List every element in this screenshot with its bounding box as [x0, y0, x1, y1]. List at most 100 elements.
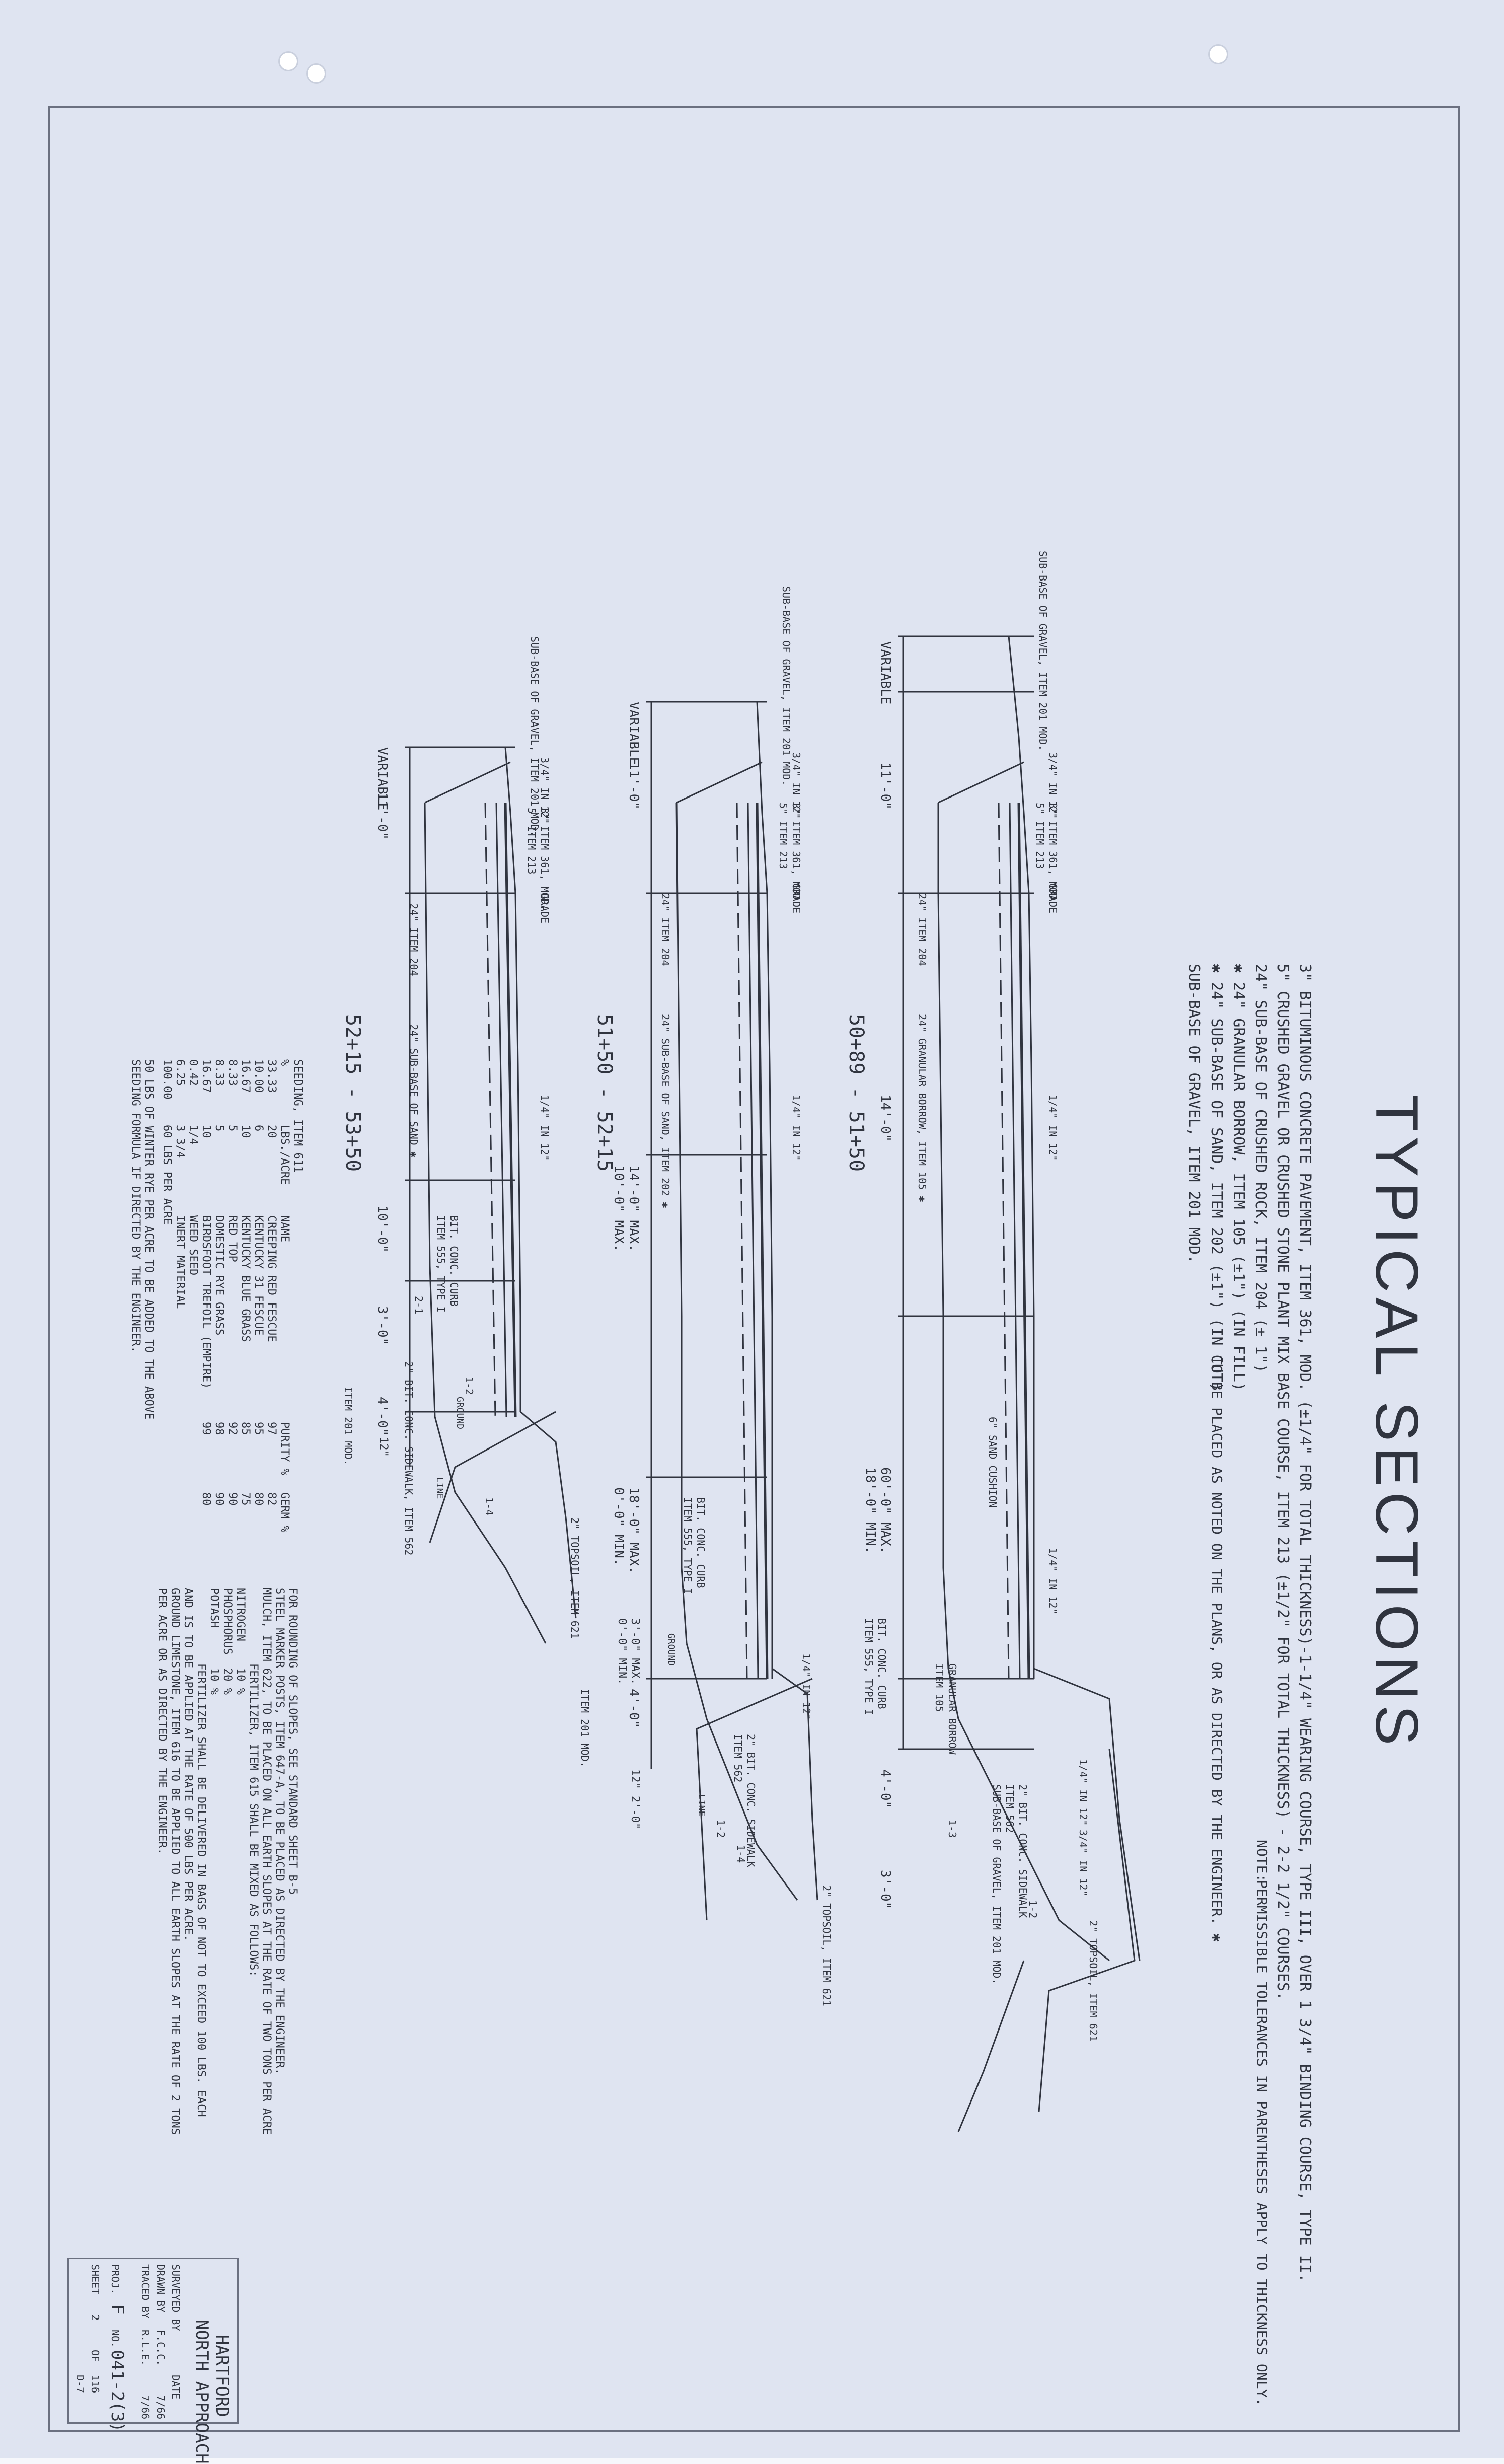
- seeding-cell: KENTUCKY 31 FESCUE: [252, 1215, 265, 1336]
- section1-sidewalk-item: ITEM 562: [1004, 1784, 1016, 1833]
- seeding-cell: 1/4: [187, 1125, 199, 1145]
- section2-slope-1-2: 1-2: [715, 1820, 727, 1838]
- section1-topsoil: 2" TOPSOIL, ITEM 621: [1087, 1920, 1099, 2042]
- section3-4ft: 4'-0": [374, 1397, 390, 1436]
- section2-10max: 10'-0" MAX.: [611, 1165, 626, 1252]
- seeding-cell: 10: [239, 1125, 252, 1138]
- title-block-drawn-date: 7/66: [155, 2395, 167, 2420]
- note-line: PER ACRE OR AS DIRECTED BY THE ENGINEER.: [156, 1588, 168, 1855]
- section2-item204: 24" ITEM 204: [659, 893, 671, 966]
- section1-sand-cushion: 6" SAND CUSHION: [987, 1417, 999, 1508]
- seeding-title: SEEDING, ITEM 611: [291, 1059, 304, 1173]
- section3-slope-1-4: 1-4: [483, 1497, 495, 1516]
- title-block-proj-no: 041-2(3): [107, 2350, 127, 2432]
- section1-18min: 18'-0" MIN.: [863, 1467, 878, 1554]
- section3-topsoil: 2" TOPSOIL, ITEM 621: [569, 1517, 581, 1639]
- note-line: FERTILIZER SHALL BE DELIVERED IN BAGS OF…: [195, 1663, 207, 2117]
- seeding-cell: BIRDSFOOT TREFOIL (EMPIRE): [200, 1215, 212, 1389]
- general-notes: FOR ROUNDING OF SLOPES, SEE STANDARD SHE…: [155, 1588, 299, 2135]
- section2-item213: 5" ITEM 213: [777, 803, 789, 869]
- section3-3ft: 3'-0": [374, 1306, 390, 1346]
- section2-slope-1-4: 1-4: [735, 1845, 747, 1863]
- title-block-traced: TRACED BY: [139, 2264, 152, 2319]
- title-block-sheet-label: SHEET: [89, 2264, 101, 2295]
- title-block-traced-date: 7/66: [139, 2395, 152, 2420]
- section1-granular: 24" GRANULAR BORROW, ITEM 105 ✱: [916, 1014, 928, 1202]
- station-label-3: 52+15 - 53+50: [341, 1014, 364, 1172]
- section2-topsoil: 2" TOPSOIL, ITEM 621: [820, 1885, 833, 2006]
- seeding-footnote: 50 LBS OF WINTER RYE PER ACRE TO BE ADDE…: [142, 1059, 155, 1420]
- section1-width: 11'-0": [878, 762, 893, 810]
- seeding-cell: KENTUCKY BLUE GRASS: [239, 1215, 252, 1342]
- station-label-1: 50+89 - 51+50: [845, 1014, 868, 1172]
- section1-subbase-gravel: SUB-BASE OF GRAVEL, ITEM 201 MOD.: [1037, 551, 1049, 751]
- seeding-cell: CREEPING RED FESCUE: [265, 1215, 278, 1342]
- title-block-drawn: DRAWN BY: [155, 2264, 167, 2313]
- seeding-cell: 6.25: [174, 1059, 186, 1086]
- drawing-border: TYPICAL SECTIONS 3" BITUMINOUS CONCRETE …: [48, 106, 1460, 2464]
- section2-slope2: 1/4" IN 12": [790, 1095, 802, 1162]
- section1-slope-1-3: 1-3: [946, 1820, 958, 1838]
- section2-14max: 14'-0" MAX.: [626, 1165, 641, 1252]
- seeding-cell: 99: [200, 1422, 212, 1435]
- section3-item201: ITEM 201 MOD.: [342, 1387, 354, 1466]
- station-label-2: 51+50 - 52+15: [593, 1014, 616, 1172]
- title-block-proj-letter: F: [107, 2304, 127, 2315]
- seeding-cell: 90: [213, 1492, 225, 1506]
- title-block-project: NORTH APPROACH: [192, 2320, 212, 2464]
- section2-width: 11'-0": [626, 762, 641, 810]
- section1-borrow: GRANULAR BORROW: [946, 1663, 958, 1755]
- section1-14ft: 14'-0": [878, 1095, 893, 1142]
- section3-slope-1-2: 1-2: [463, 1376, 475, 1395]
- section1-curb: BIT. CONC. CURB: [876, 1618, 888, 1709]
- section2-0min-b: 0'-0" MIN.: [616, 1618, 628, 1685]
- section1-borrow-item: ITEM 105: [933, 1663, 945, 1712]
- section2-0min: 0'-0" MIN.: [611, 1487, 626, 1566]
- section2-ground: GROUND: [666, 1633, 676, 1666]
- seeding-cell: 0.42: [187, 1059, 199, 1086]
- title-block: HARTFORD NORTH APPROACH SURVEYED BY DRAW…: [67, 2258, 239, 2464]
- seeding-cell: 33.33: [265, 1059, 278, 1093]
- seeding-cell: INERT MATERIAL: [174, 1215, 186, 1309]
- section3-width: 11'-0": [374, 792, 390, 840]
- section3-item213: 5" ITEM 213: [525, 808, 538, 875]
- section-2-drawing: [646, 701, 818, 1921]
- seeding-cell: 97: [265, 1422, 278, 1435]
- section3-slope-2-1: 2-1: [413, 1296, 425, 1315]
- seeding-cell: 10.00: [252, 1059, 265, 1093]
- section1-3ft: 3'-0": [878, 1870, 893, 1910]
- note-line: NITROGEN 10 %: [234, 1588, 247, 1695]
- section2-curb-item: ITEM 555, TYPE I: [682, 1497, 694, 1595]
- section3-slope2: 1/4" IN 12": [539, 1095, 551, 1162]
- section1-variable: VARIABLE: [878, 641, 893, 705]
- section2-variable: VARIABLE: [626, 702, 641, 765]
- section1-4ft: 4'-0": [878, 1769, 893, 1809]
- seeding-cell: WEED SEED: [187, 1215, 199, 1276]
- note-line: FERTILIZER, ITEM 615 SHALL BE MIXED AS F…: [247, 1663, 260, 1977]
- note-line: STEEL MARKER POSTS, ITEM 647-A, TO BE PL…: [273, 1588, 286, 2075]
- title-block-proj-no-label: NO.: [109, 2330, 121, 2348]
- section1-slope2: 1/4" IN 12": [1047, 1095, 1059, 1162]
- punch-hole: [278, 51, 298, 71]
- seeding-cell: 8.33: [213, 1059, 225, 1086]
- title-block-code: D-7: [74, 2375, 86, 2394]
- note-line: POTASH 10 %: [208, 1588, 220, 1695]
- seeding-cell: 98: [213, 1422, 225, 1435]
- section1-curb-item: ITEM 555, TYPE I: [863, 1618, 875, 1715]
- seeding-cell: 10: [200, 1125, 212, 1138]
- section3-curb: BIT. CONC. CURB: [448, 1215, 460, 1307]
- seeding-cell: 85: [239, 1422, 252, 1435]
- section3-sand: 24" SUB-BASE OF SAND ✱: [408, 1024, 420, 1157]
- section2-12in: 12" 2'-0": [629, 1769, 641, 1830]
- title-block-of: OF: [89, 2350, 101, 2362]
- seeding-table: SEEDING, ITEM 611 % LBS./ACRE NAME PURIT…: [129, 1059, 304, 1532]
- section2-line: LINE: [696, 1794, 707, 1817]
